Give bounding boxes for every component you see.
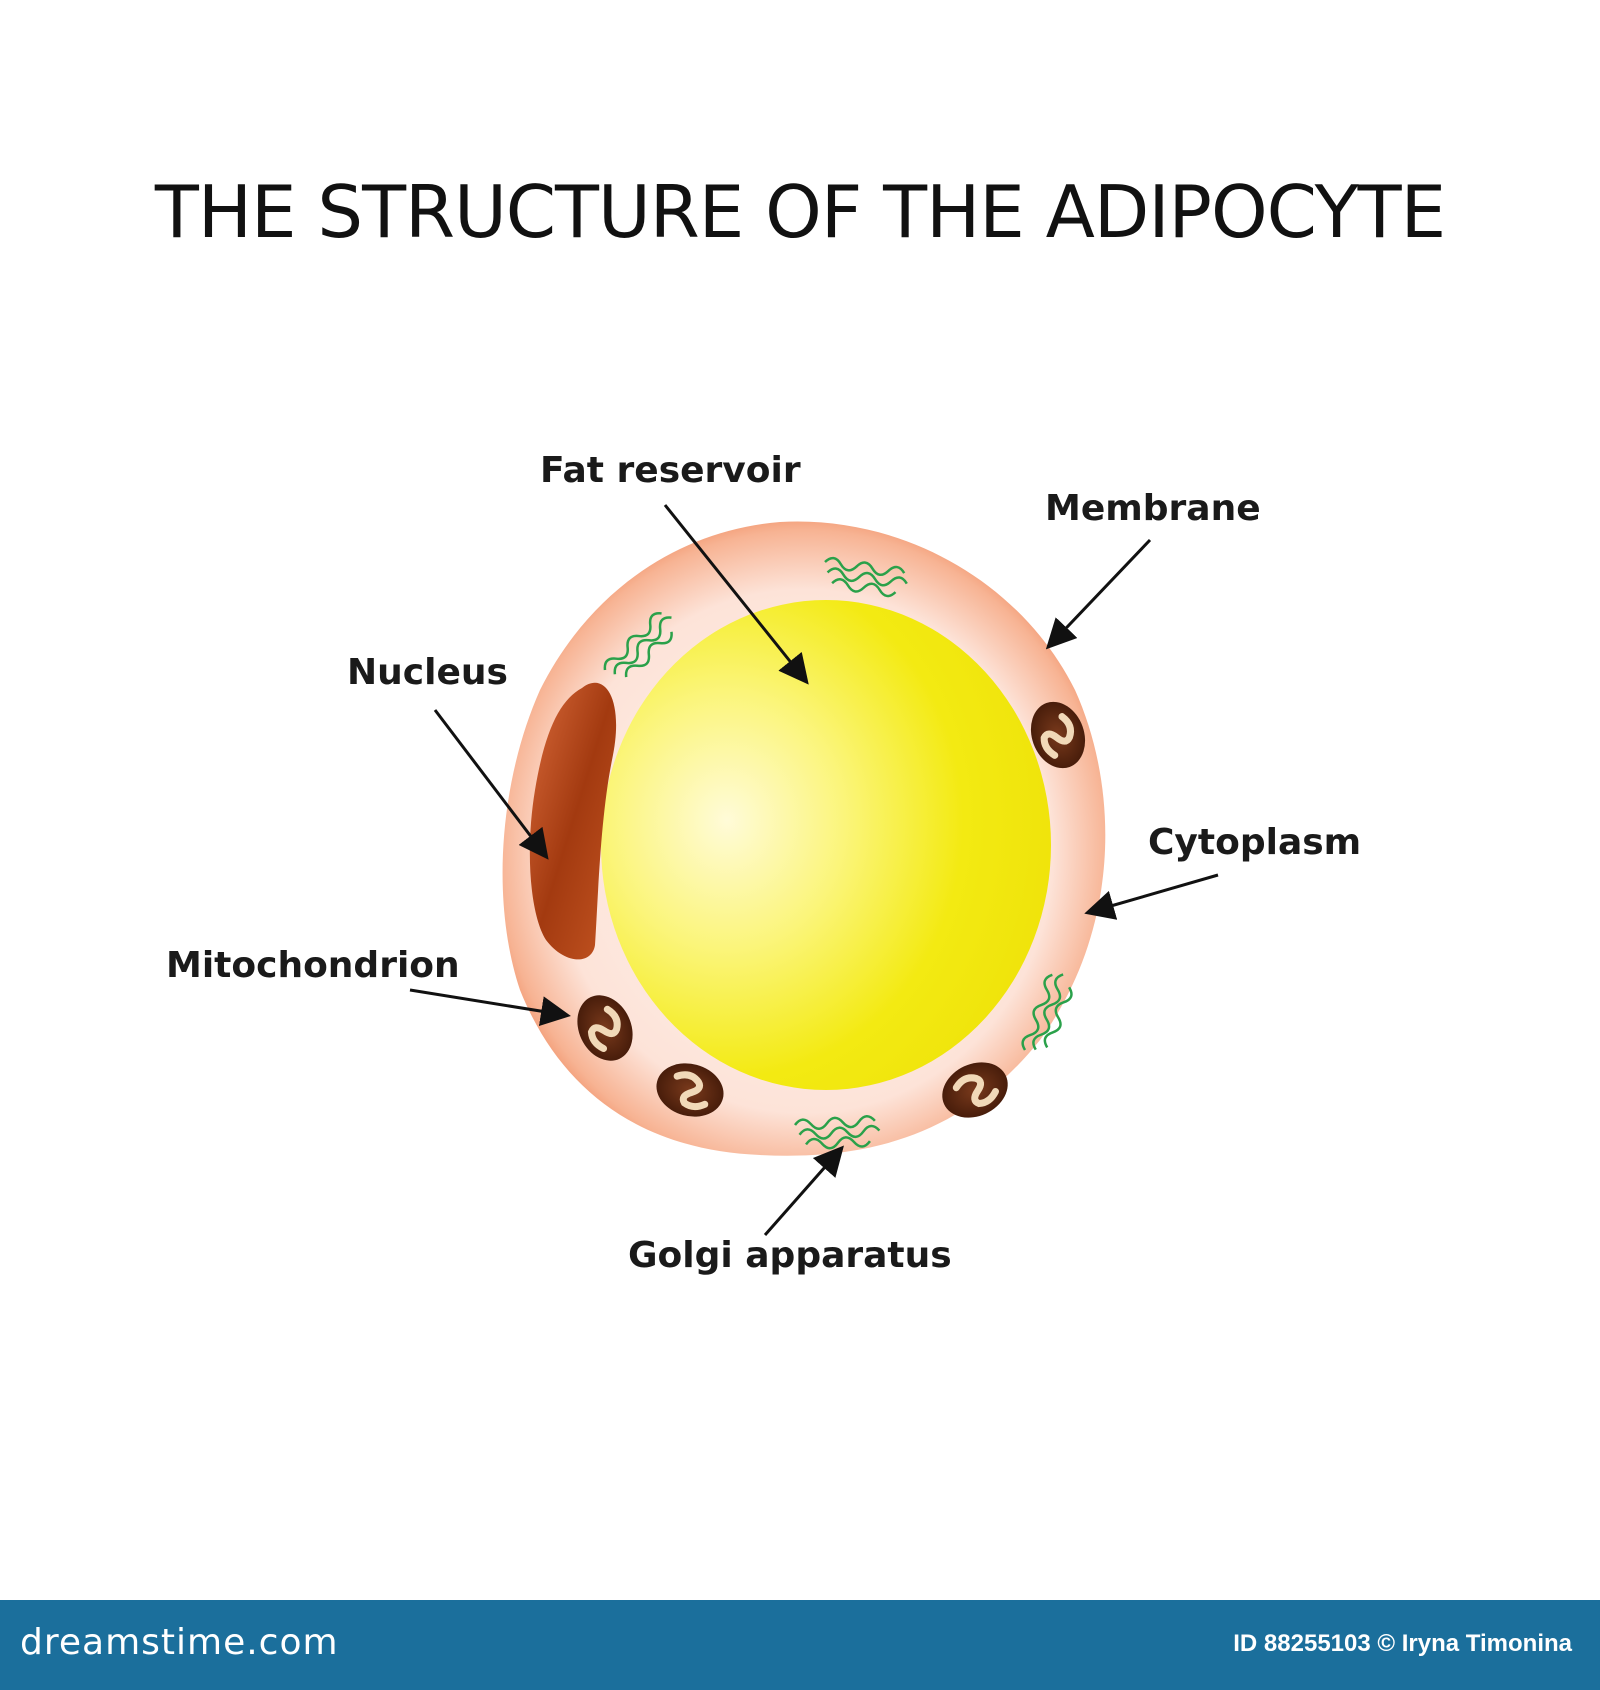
fat-reservoir bbox=[601, 600, 1051, 1090]
nucleus-arrow bbox=[433, 709, 549, 860]
nucleus-label: Nucleus bbox=[347, 652, 508, 693]
fat-reservoir-arrow bbox=[663, 504, 809, 685]
mitochondrion-arrow bbox=[409, 988, 571, 1026]
adipocyte-diagram bbox=[409, 504, 1219, 1236]
cytoplasm-arrow bbox=[1084, 873, 1219, 920]
image-credit: ID 88255103 © Iryna Timonina bbox=[1233, 1630, 1572, 1657]
cytoplasm-label: Cytoplasm bbox=[1148, 822, 1362, 863]
footer-bar: dreamstime.com ID 88255103 © Iryna Timon… bbox=[0, 1600, 1600, 1690]
membrane-label: Membrane bbox=[1045, 488, 1261, 529]
golgi-apparatus-arrow bbox=[763, 1145, 844, 1236]
golgi-apparatus-label: Golgi apparatus bbox=[628, 1235, 952, 1276]
diagram-title: THE STRUCTURE OF THE ADIPOCYTE bbox=[154, 170, 1446, 254]
mitochondrion-label: Mitochondrion bbox=[166, 945, 460, 986]
fat-reservoir-label: Fat reservoir bbox=[540, 450, 801, 491]
membrane-arrow bbox=[1045, 538, 1152, 650]
nucleus bbox=[529, 682, 617, 960]
footer-logo[interactable]: dreamstime.com bbox=[20, 1622, 339, 1663]
